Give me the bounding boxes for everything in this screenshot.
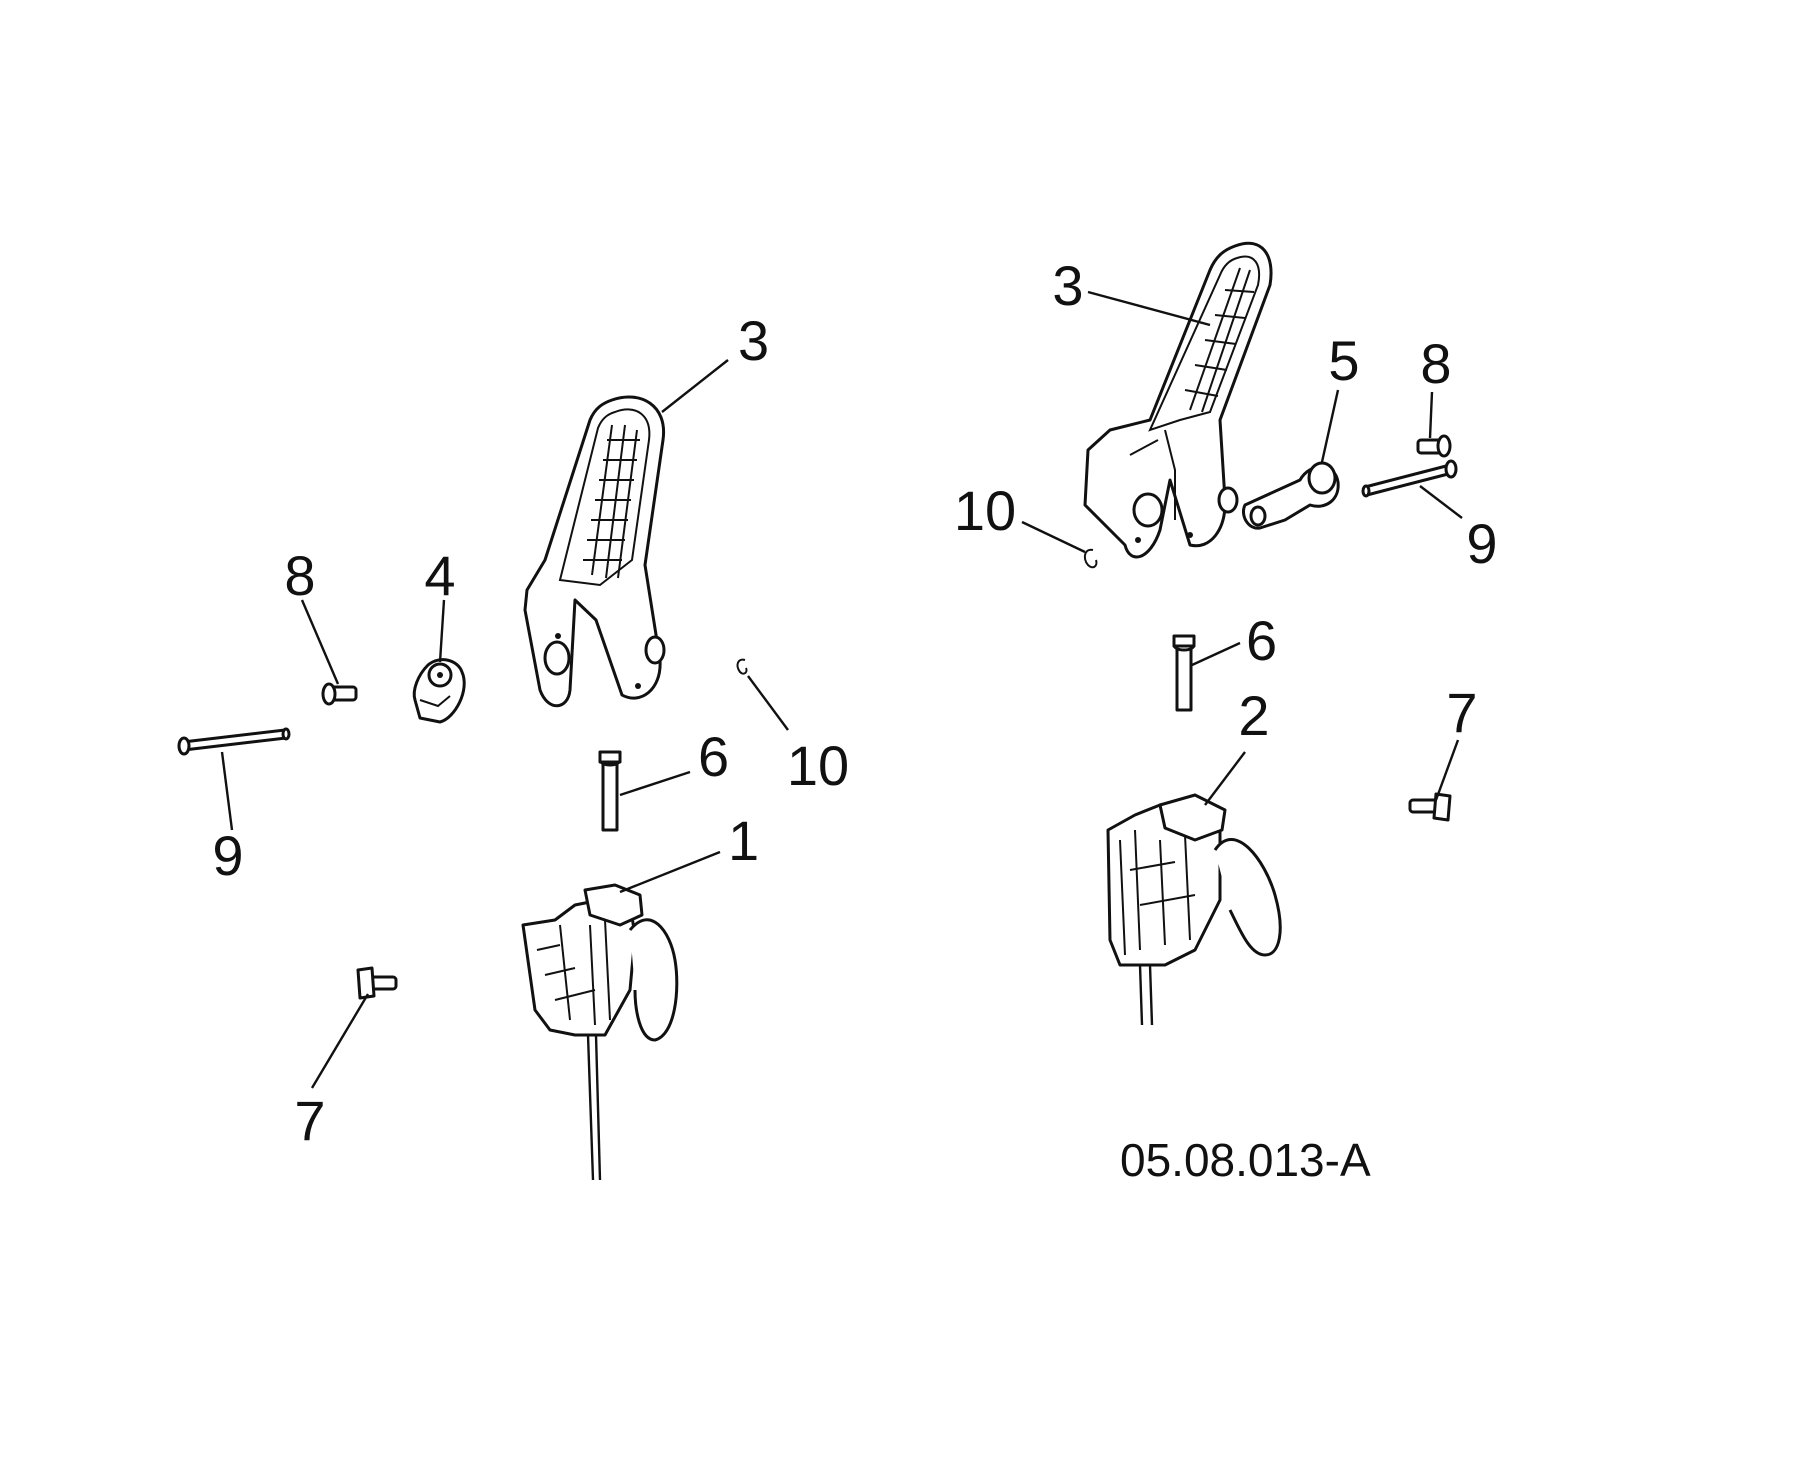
diagram-code: 05.08.013-A <box>1120 1134 1371 1186</box>
callout-right-8: 8 <box>1420 332 1451 395</box>
right-bolt-part-8 <box>1416 434 1452 458</box>
callout-left-1: 1 <box>728 809 759 872</box>
right-pin-part-6 <box>1172 634 1196 712</box>
callout-right-6: 6 <box>1246 609 1277 672</box>
callout-right-5: 5 <box>1328 329 1359 392</box>
callout-left-10: 10 <box>787 734 849 797</box>
callout-right-3: 3 <box>1052 254 1083 317</box>
right-pedal-part-3 <box>1083 241 1273 559</box>
callout-right-7: 7 <box>1446 681 1477 744</box>
left-bolt-part-8 <box>321 682 358 706</box>
left-pin-part-6 <box>598 750 622 832</box>
left-leader-lines <box>220 359 789 1089</box>
left-pedal-part-3 <box>523 395 666 708</box>
callout-right-2: 2 <box>1238 684 1269 747</box>
callout-left-4: 4 <box>424 544 455 607</box>
left-eclip-part-10 <box>736 658 748 675</box>
right-latch-part-2 <box>1106 793 1282 1026</box>
callout-left-8: 8 <box>284 544 315 607</box>
callout-right-9: 9 <box>1466 512 1497 575</box>
callout-left-3: 3 <box>738 309 769 372</box>
left-pin-part-9 <box>177 727 291 756</box>
callout-left-7: 7 <box>294 1089 325 1152</box>
right-bolt-part-7 <box>1408 792 1452 822</box>
left-bolt-part-7 <box>356 966 398 1000</box>
callout-left-9: 9 <box>212 824 243 887</box>
right-pin-part-9 <box>1361 459 1458 498</box>
callout-right-10: 10 <box>954 479 1016 542</box>
left-cam-part-4 <box>412 658 466 724</box>
callout-left-6: 6 <box>698 725 729 788</box>
right-leader-lines <box>1021 290 1463 806</box>
right-cam-part-5 <box>1242 461 1340 530</box>
left-latch-part-1 <box>521 883 679 1181</box>
right-eclip-part-10 <box>1083 548 1098 569</box>
